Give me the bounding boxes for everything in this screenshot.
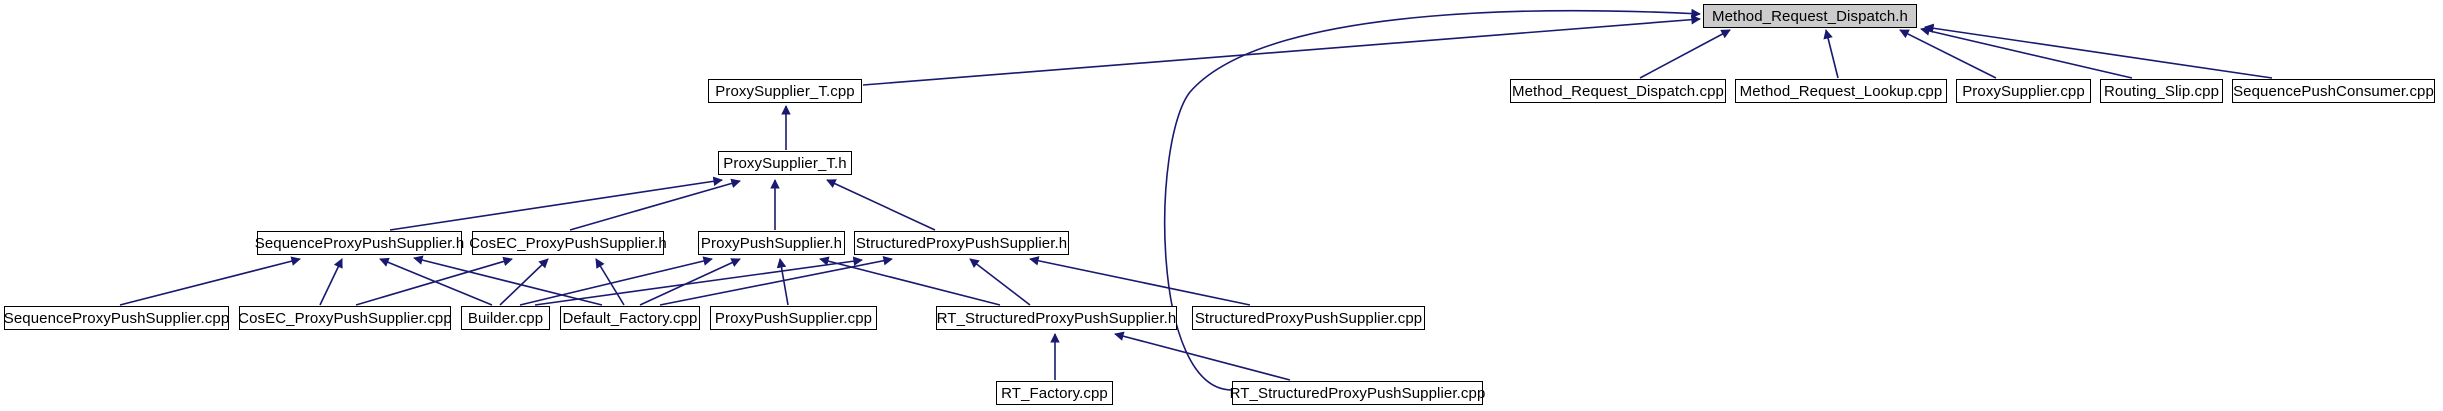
edge-rt-structuredproxypushsupplier-cpp-to-rt-structuredproxypushsupplier-h: [1114, 331, 1291, 381]
graph-node-rt-structuredproxypushsupplier-h[interactable]: RT_StructuredProxyPushSupplier.h: [936, 306, 1177, 330]
graph-node-rt-structuredproxypushsupplier-cpp[interactable]: RT_StructuredProxyPushSupplier.cpp: [1230, 381, 1485, 405]
graph-node-proxysupplier-t-h[interactable]: ProxySupplier_T.h: [718, 151, 852, 175]
edge-structuredproxypushsupplier-h-to-proxysupplier-t-h: [826, 179, 936, 231]
graph-node-label: SequenceProxyPushSupplier.cpp: [3, 309, 230, 327]
edge-method-request-dispatch-cpp-to-root: [1639, 29, 1731, 79]
graph-node-sequenceproxypushsupplier-h[interactable]: SequenceProxyPushSupplier.h: [255, 231, 464, 255]
graph-node-label: SequenceProxyPushSupplier.h: [254, 234, 465, 252]
edge-sequenceproxypushsupplier-cpp-to-sequenceproxypushsupplier-h: [119, 256, 301, 306]
edge-cosec-proxypushsupplier-h-to-proxysupplier-t-h: [569, 178, 741, 231]
graph-node-label: ProxySupplier.cpp: [1962, 82, 2085, 100]
graph-node-label: ProxySupplier_T.h: [723, 154, 847, 172]
graph-node-proxypushsupplier-h[interactable]: ProxyPushSupplier.h: [698, 231, 845, 255]
edge-routing-slip-cpp-to-root: [1920, 26, 2133, 79]
edge-default-factory-cpp-to-structuredproxypushsupplier-h: [659, 255, 893, 306]
edge-cosec-proxypushsupplier-cpp-to-cosec-proxypushsupplier-h: [355, 256, 513, 306]
graph-node-cosec-proxypushsupplier-h[interactable]: CosEC_ProxyPushSupplier.h: [469, 231, 667, 255]
edge-proxysupplier-t-cpp-to-root: [862, 14, 1701, 86]
edge-default-factory-cpp-to-cosec-proxypushsupplier-h: [595, 258, 625, 306]
graph-node-structuredproxypushsupplier-h[interactable]: StructuredProxyPushSupplier.h: [854, 231, 1069, 255]
graph-node-cosec-proxypushsupplier-cpp[interactable]: CosEC_ProxyPushSupplier.cpp: [238, 306, 452, 330]
graph-node-method-request-dispatch-cpp[interactable]: Method_Request_Dispatch.cpp: [1510, 79, 1726, 103]
graph-node-builder-cpp[interactable]: Builder.cpp: [461, 306, 550, 330]
graph-node-sequencepushconsumer-cpp[interactable]: SequencePushConsumer.cpp: [2232, 79, 2435, 103]
edge-proxysupplier-cpp-to-root: [1899, 29, 1997, 79]
graph-node-label: ProxySupplier_T.cpp: [715, 82, 855, 100]
graph-node-label: SequencePushConsumer.cpp: [2233, 82, 2434, 100]
edge-builder-cpp-to-proxypushsupplier-h: [519, 256, 713, 306]
graph-node-rt-factory-cpp[interactable]: RT_Factory.cpp: [996, 381, 1113, 405]
graph-node-label: Method_Request_Dispatch.h: [1712, 7, 1908, 25]
edge-builder-cpp-to-structuredproxypushsupplier-h: [534, 256, 863, 306]
graph-node-label: StructuredProxyPushSupplier.h: [855, 234, 1068, 252]
graph-node-proxysupplier-cpp[interactable]: ProxySupplier.cpp: [1956, 79, 2091, 103]
graph-node-label: CosEC_ProxyPushSupplier.cpp: [238, 309, 452, 327]
edge-rt-structuredproxypushsupplier-h-to-proxypushsupplier-h: [819, 256, 1001, 306]
edge-structuredproxypushsupplier-cpp-to-structuredproxypushsupplier-h: [1029, 256, 1251, 306]
edge-sequenceproxypushsupplier-h-to-proxysupplier-t-h: [389, 176, 723, 231]
graph-node-label: StructuredProxyPushSupplier.cpp: [1194, 309, 1423, 327]
edge-rt-structuredproxypushsupplier-cpp-to-root: [1163, 8, 1701, 391]
edge-cosec-proxypushsupplier-cpp-to-sequenceproxypushsupplier-h: [319, 258, 343, 306]
graph-node-label: Method_Request_Dispatch.cpp: [1512, 82, 1724, 100]
edge-sequencepushconsumer-cpp-to-root: [1924, 23, 2273, 79]
graph-node-label: Method_Request_Lookup.cpp: [1739, 82, 1943, 100]
edge-method-request-lookup-cpp-to-root: [1823, 29, 1839, 79]
graph-node-label: Default_Factory.cpp: [562, 309, 698, 327]
edge-default-factory-cpp-to-proxypushsupplier-h: [639, 258, 741, 306]
graph-node-method-request-dispatch-h[interactable]: Method_Request_Dispatch.h: [1703, 4, 1917, 28]
graph-node-label: RT_Factory.cpp: [1001, 384, 1108, 402]
edge-default-factory-cpp-to-sequenceproxypushsupplier-h: [413, 255, 603, 306]
graph-node-default-factory-cpp[interactable]: Default_Factory.cpp: [560, 306, 700, 330]
graph-node-sequenceproxypushsupplier-cpp[interactable]: SequenceProxyPushSupplier.cpp: [4, 306, 229, 330]
edge-rt-structuredproxypushsupplier-h-to-structuredproxypushsupplier-h: [969, 258, 1031, 306]
graph-node-routing-slip-cpp[interactable]: Routing_Slip.cpp: [2100, 79, 2223, 103]
graph-node-label: Routing_Slip.cpp: [2104, 82, 2220, 100]
graph-node-label: CosEC_ProxyPushSupplier.h: [469, 234, 667, 252]
graph-node-label: RT_StructuredProxyPushSupplier.h: [936, 309, 1177, 327]
graph-node-label: Builder.cpp: [467, 309, 544, 327]
graph-node-label: ProxyPushSupplier.h: [700, 234, 843, 252]
graph-node-label: RT_StructuredProxyPushSupplier.cpp: [1229, 384, 1486, 402]
graph-node-method-request-lookup-cpp[interactable]: Method_Request_Lookup.cpp: [1735, 79, 1947, 103]
graph-node-structuredproxypushsupplier-cpp[interactable]: StructuredProxyPushSupplier.cpp: [1192, 306, 1425, 330]
edge-builder-cpp-to-sequenceproxypushsupplier-h: [379, 257, 493, 306]
edge-builder-cpp-to-cosec-proxypushsupplier-h: [499, 258, 549, 306]
graph-node-proxysupplier-t-cpp[interactable]: ProxySupplier_T.cpp: [708, 79, 862, 103]
edge-proxypushsupplier-cpp-to-proxypushsupplier-h: [776, 258, 789, 306]
graph-node-proxypushsupplier-cpp[interactable]: ProxyPushSupplier.cpp: [710, 306, 877, 330]
graph-node-label: ProxyPushSupplier.cpp: [714, 309, 873, 327]
